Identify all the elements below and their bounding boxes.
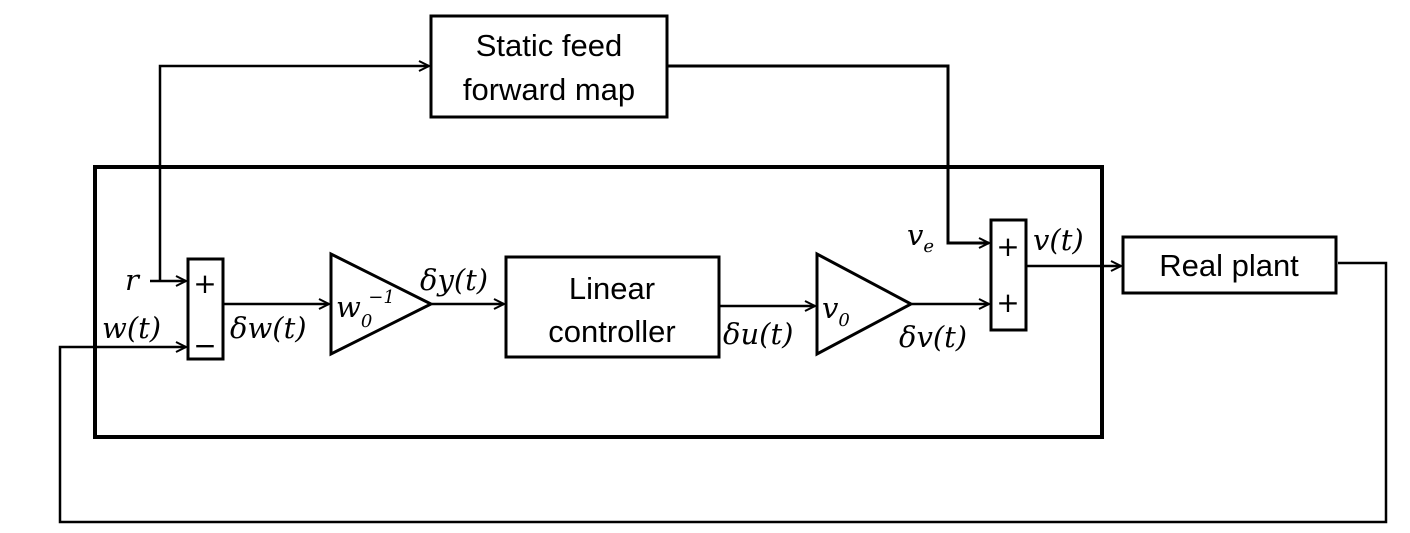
sum-right-bottom-plus-sign: + <box>996 286 1019 319</box>
signal-du-label: δu(t) <box>723 317 793 351</box>
gain-block[interactable]: v0 <box>815 251 915 357</box>
signal-r-label: r <box>125 263 141 297</box>
wire-ve <box>668 64 989 243</box>
summing-junction-right[interactable]: + + <box>989 218 1028 332</box>
inverse-gain-block[interactable]: w0−1 <box>329 251 435 357</box>
signal-w-label: w(t) <box>102 311 161 345</box>
summing-junction-left[interactable]: + − <box>186 257 225 362</box>
signal-dy-label: δy(t) <box>420 263 488 297</box>
sum-left-plus-sign: + <box>193 267 216 300</box>
signal-v-label: v(t) <box>1033 223 1084 257</box>
sum-right-top-plus-sign: + <box>996 230 1019 263</box>
plant-label: Real plant <box>1159 248 1299 283</box>
inverse-gain-label: w0−1 <box>336 287 395 332</box>
wire-feedback <box>58 261 1388 524</box>
sum-left-minus-sign: − <box>193 329 216 362</box>
feedforward-label-line1: Static feed <box>476 28 622 63</box>
feedforward-block[interactable]: Static feed forward map <box>429 14 669 119</box>
signal-dw-label: δw(t) <box>230 311 307 345</box>
wire-r-to-feedforward <box>158 66 429 281</box>
signal-dv-label: δv(t) <box>899 320 967 354</box>
controller-label-line2: controller <box>548 314 676 349</box>
feedforward-label-line2: forward map <box>463 72 635 107</box>
real-plant-block[interactable]: Real plant <box>1121 235 1338 295</box>
controller-frame <box>93 165 1104 439</box>
linear-controller-block[interactable]: Linear controller <box>504 255 721 359</box>
signal-ve-label: ve <box>907 218 934 257</box>
gain-label: v0 <box>822 291 850 331</box>
controller-label-line1: Linear <box>569 271 655 306</box>
